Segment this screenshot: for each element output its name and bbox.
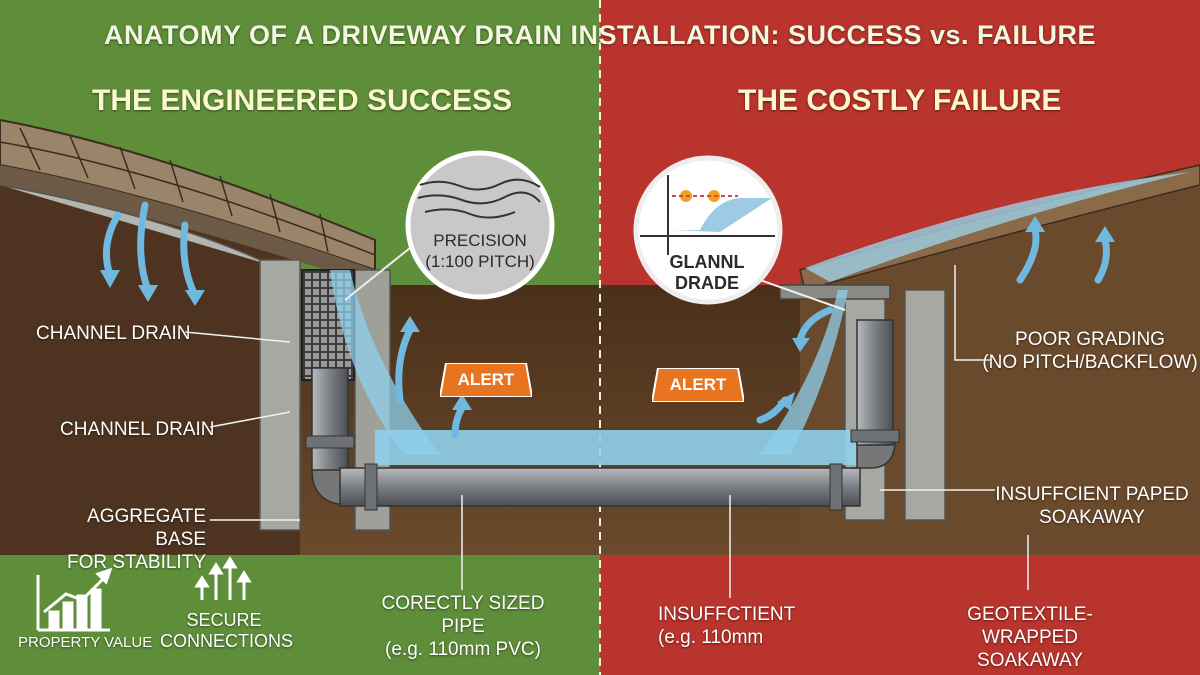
insufficient-label: INSUFFCTIENT (e.g. 110mm <box>658 603 828 649</box>
insufficient-line2: (e.g. 110mm <box>658 627 764 648</box>
poor-grading-label: POOR GRADING (NO PITCH/BACKFLOW) <box>975 328 1200 374</box>
trench-water <box>375 430 860 465</box>
drain-pipe <box>305 319 900 511</box>
insufficient-paped-label: INSUFFCIENT PAPED SOAKAWAY <box>992 483 1192 529</box>
grade-callout-text: GLANNL DRADE <box>642 252 772 294</box>
pipe-size-line3: (e.g. 110mm PVC) <box>385 639 541 660</box>
right-waterfall <box>760 290 848 455</box>
pipe-size-label: CORECTLY SIZED PIPE (e.g. 110mm PVC) <box>370 592 556 661</box>
left-waterfall <box>330 270 440 455</box>
property-value-chart-icon <box>36 567 113 632</box>
grade-line1: GLANNL <box>669 252 745 272</box>
secure-connections-icon <box>194 556 252 600</box>
right-alert-text: ALERT <box>669 375 727 394</box>
channel-drain-label-2: CHANNEL DRAIN <box>60 419 215 440</box>
left-alert-text: ALERT <box>457 370 515 389</box>
precision-line2: (1:100 PITCH) <box>425 252 535 271</box>
insufficient-paped-line1: INSUFFCIENT PAPED <box>995 484 1189 505</box>
precision-callout-text: PRECISION (1:100 PITCH) <box>410 230 550 272</box>
insufficient-paped-line2: SOAKAWAY <box>1039 507 1145 528</box>
geotextile-line2: SOAKAWAY <box>977 650 1083 671</box>
failure-heading: THE COSTLY FAILURE <box>738 84 1062 117</box>
grade-callout <box>633 155 846 311</box>
aggregate-base-line1: AGGREGATE BASE <box>87 506 206 550</box>
secure-line2: CONNECTIONS <box>160 631 294 651</box>
leader-lines <box>184 265 1029 598</box>
right-alert-badge: ALERT <box>652 368 744 402</box>
insufficient-line1: INSUFFCTIENT <box>658 604 796 625</box>
page-title: ANATOMY OF A DRIVEWAY DRAIN INSTALLATION… <box>103 20 1097 50</box>
property-value-label: PROPERTY VALUE <box>18 634 153 651</box>
pipe-size-line2: PIPE <box>441 616 485 637</box>
pipe-size-line1: CORECTLY SIZED <box>381 593 545 614</box>
aggregate-base-line2: FOR STABILITY <box>66 552 206 573</box>
geotextile-label: GEOTEXTILE-WRAPPED SOAKAWAY <box>920 603 1140 672</box>
left-alert-badge: ALERT <box>440 363 532 397</box>
success-heading: THE ENGINEERED SUCCESS <box>92 84 513 117</box>
precision-line1: PRECISION <box>433 231 527 250</box>
geotextile-line1: GEOTEXTILE-WRAPPED <box>967 604 1093 648</box>
flow-arrowheads <box>100 216 1115 410</box>
aggregate-base-label: AGGREGATE BASE FOR STABILITY <box>40 505 206 574</box>
secure-connections-label: SECURE CONNECTIONS <box>160 610 294 652</box>
precision-callout <box>344 150 555 301</box>
right-paving-surface <box>799 164 1200 291</box>
secure-line1: SECURE <box>186 610 262 630</box>
poor-grading-line1: POOR GRADING <box>1015 329 1165 350</box>
left-embankment <box>0 170 300 555</box>
grade-line2: DRADE <box>674 273 739 293</box>
channel-drain-label-1: CHANNEL DRAIN <box>36 323 191 344</box>
poor-grading-line2: (NO PITCH/BACKFLOW) <box>982 352 1198 373</box>
